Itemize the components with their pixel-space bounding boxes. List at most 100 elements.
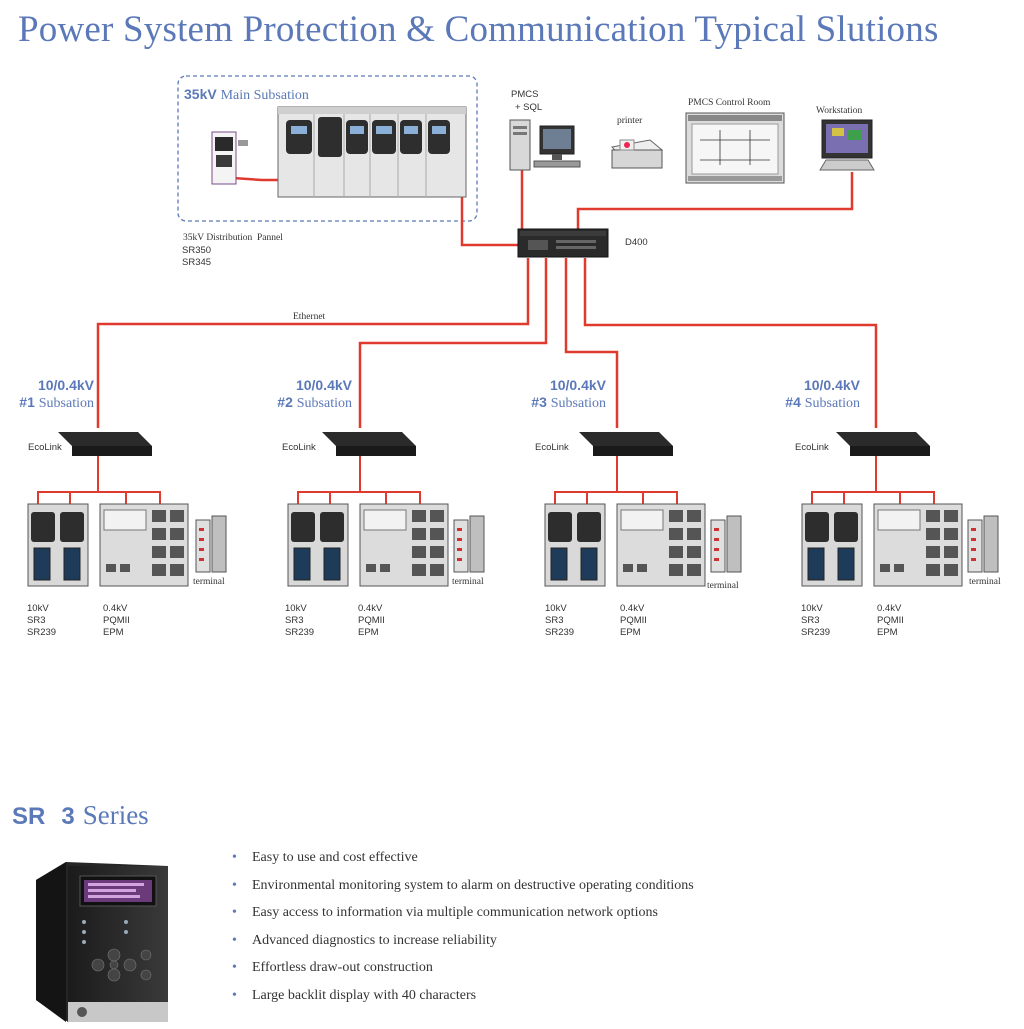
substation-1-name: Subsation	[38, 396, 94, 411]
terminal-2-label: terminal	[452, 577, 484, 587]
substation-2-name: Subsation	[296, 396, 352, 411]
sub2-left-3: SR239	[285, 627, 315, 638]
link-d400-to-sub3	[564, 258, 619, 428]
sub2-left-2: SR3	[285, 615, 304, 626]
link-workstation-to-d400	[576, 172, 854, 230]
substation-2-title: 10/0.4kV #2 Subsation	[262, 377, 352, 412]
feature-item: Large backlit display with 40 characters	[230, 986, 694, 1014]
sub1-right-2: PQMII	[103, 615, 130, 626]
terminal-block-3	[710, 515, 742, 573]
terminal-3-label: terminal	[707, 581, 739, 591]
feature-item: Advanced diagnostics to increase reliabi…	[230, 931, 694, 959]
sub3-left-2: SR3	[545, 615, 564, 626]
substation-equipment-1	[27, 432, 227, 587]
ecolink-switch-2	[322, 432, 416, 456]
substation-4-title: 10/0.4kV #4 Subsation	[770, 377, 860, 412]
substation-3-name: Subsation	[550, 396, 606, 411]
sub2-right-2: PQMII	[358, 615, 385, 626]
main-substation-name: Main Subsation	[220, 88, 309, 103]
sr3-relay-image	[36, 862, 168, 1022]
terminal-block-1	[195, 515, 227, 573]
printer-label: printer	[617, 116, 643, 126]
substation-2-voltage: 10/0.4kV	[295, 377, 352, 393]
substation-1-voltage: 10/0.4kV	[37, 377, 94, 393]
terminal-4-label: terminal	[969, 577, 1001, 587]
series-word: Series	[82, 800, 149, 830]
substation-4-number: #4	[785, 394, 801, 410]
main-substation-frame	[177, 75, 478, 222]
distribution-panel-label: 35kV Distribution Pannel	[183, 233, 283, 243]
ecolink-2-label: EcoLink	[282, 442, 316, 453]
relay-sr350-label: SR350	[182, 245, 212, 256]
substation-3-title: 10/0.4kV #3 Subsation	[516, 377, 606, 412]
sub2-right-1: 0.4kV	[358, 603, 383, 614]
sub4-right-1: 0.4kV	[877, 603, 902, 614]
sub4-right-3: EPM	[877, 627, 898, 638]
substation-1-number: #1	[19, 394, 35, 410]
sub2-left-1: 10kV	[285, 603, 307, 614]
ethernet-links	[96, 170, 878, 428]
relay-sr345-label: SR345	[182, 257, 212, 268]
substation-2-number: #2	[277, 394, 293, 410]
substation-3-number: #3	[531, 394, 547, 410]
pmcs-label-line2: + SQL	[515, 102, 543, 113]
sub1-left-3: SR239	[27, 627, 57, 638]
sub3-left-1: 10kV	[545, 603, 567, 614]
features-list: Easy to use and cost effective Environme…	[230, 848, 694, 1014]
sub4-left-2: SR3	[801, 615, 820, 626]
page-title: Power System Protection & Communication …	[18, 9, 939, 50]
control-room-label: PMCS Control Room	[688, 98, 771, 108]
sub3-right-1: 0.4kV	[620, 603, 645, 614]
feature-item: Easy to use and cost effective	[230, 848, 694, 876]
workstation-label: Workstation	[816, 106, 863, 116]
link-d400-to-sub1	[96, 258, 530, 428]
series-number: 3	[61, 803, 75, 830]
ethernet-label: Ethernet	[293, 312, 326, 322]
main-substation-title: 35kV Main Subsation	[184, 86, 309, 104]
sub1-right-3: EPM	[103, 627, 124, 638]
ecolink-switch-3	[579, 432, 673, 456]
sub1-left-1: 10kV	[27, 603, 49, 614]
sub3-right-3: EPM	[620, 627, 641, 638]
substation-equipment-3	[544, 432, 742, 587]
feature-item: Effortless draw-out construction	[230, 958, 694, 986]
distribution-panel-device	[211, 131, 248, 185]
ecolink-4-label: EcoLink	[795, 442, 829, 453]
substation-equipment-2	[287, 432, 485, 587]
workstation-pc	[819, 119, 875, 171]
d400-label: D400	[625, 237, 648, 248]
ecolink-3-label: EcoLink	[535, 442, 569, 453]
substation-4-name: Subsation	[804, 396, 860, 411]
d400-unit	[517, 228, 609, 258]
substation-1-title: 10/0.4kV #1 Subsation	[4, 377, 94, 412]
terminal-block-2	[453, 515, 485, 573]
substation-3-voltage: 10/0.4kV	[549, 377, 606, 393]
sub2-right-3: EPM	[358, 627, 379, 638]
ecolink-switch-1	[58, 432, 152, 456]
network-diagram	[27, 75, 999, 587]
link-d400-to-sub4	[583, 258, 878, 428]
series-heading: SR 3 Series	[12, 800, 149, 831]
main-substation-voltage: 35kV	[184, 86, 217, 102]
series-prefix: SR	[12, 803, 46, 830]
pmcs-server-pc	[509, 119, 581, 171]
sub3-left-3: SR239	[545, 627, 575, 638]
sub1-left-2: SR3	[27, 615, 46, 626]
control-room-panel	[685, 112, 785, 184]
feature-item: Environmental monitoring system to alarm…	[230, 876, 694, 904]
substation-4-voltage: 10/0.4kV	[803, 377, 860, 393]
sub1-right-1: 0.4kV	[103, 603, 128, 614]
feature-item: Easy access to information via multiple …	[230, 903, 694, 931]
ecolink-1-label: EcoLink	[28, 442, 62, 453]
substation-equipment-4	[801, 432, 999, 587]
terminal-block-4	[967, 515, 999, 573]
main-switchgear	[277, 106, 467, 198]
link-d400-to-sub2	[358, 258, 548, 428]
sub4-right-2: PQMII	[877, 615, 904, 626]
sub4-left-3: SR239	[801, 627, 831, 638]
sub4-left-1: 10kV	[801, 603, 823, 614]
sub3-right-2: PQMII	[620, 615, 647, 626]
ecolink-switch-4	[836, 432, 930, 456]
printer-device	[611, 139, 664, 169]
